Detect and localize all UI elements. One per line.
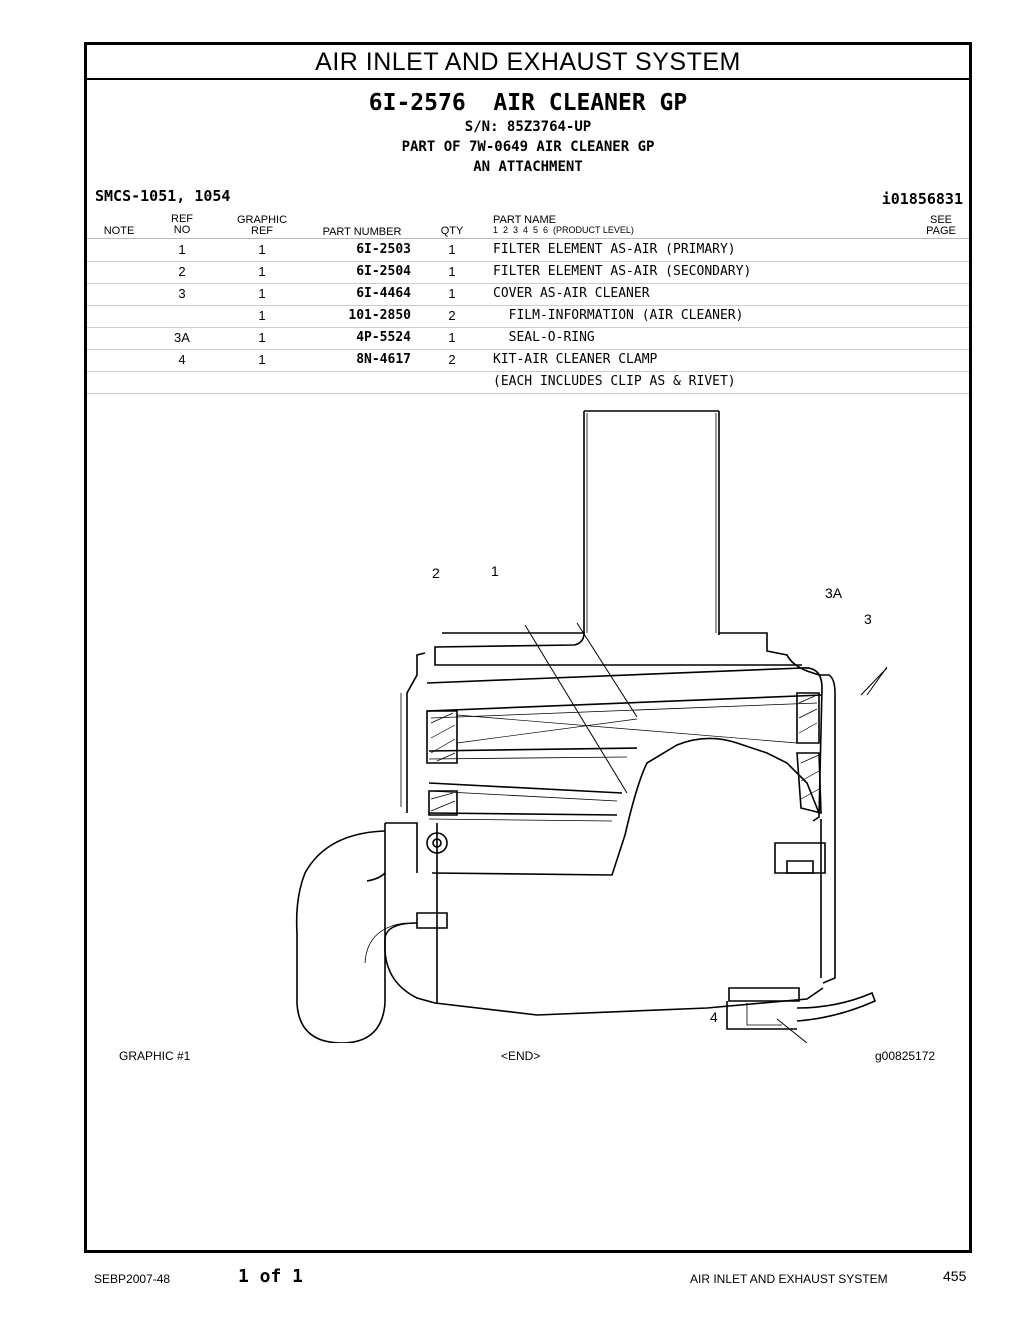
footer-section: AIR INLET AND EXHAUST SYSTEM xyxy=(690,1272,888,1286)
table-row: 3A 1 4P-5524 1 SEAL-O-RING xyxy=(87,327,969,350)
graphic-label: GRAPHIC #1 xyxy=(119,1049,191,1063)
callout-3a: 3A xyxy=(825,585,843,601)
part-number: 4P-5524 xyxy=(356,330,411,345)
table-row: 3 1 6I-4464 1 COVER AS-AIR CLEANER xyxy=(87,283,969,306)
header-part-number: PART NUMBER xyxy=(322,226,402,238)
part-number: 6I-2503 xyxy=(356,242,411,257)
qty: 1 xyxy=(448,264,456,279)
callout-1: 1 xyxy=(491,563,499,579)
table-row: 2 1 6I-2504 1 FILTER ELEMENT AS-AIR (SEC… xyxy=(87,261,969,284)
header-ref-1: REF xyxy=(171,213,193,225)
header-part-name: PART NAME xyxy=(493,214,556,226)
part-name: FILTER ELEMENT AS-AIR (PRIMARY) xyxy=(493,242,736,257)
qty: 1 xyxy=(448,330,456,345)
graphic-ref: 1 xyxy=(258,308,266,323)
attachment-label: AN ATTACHMENT xyxy=(473,159,583,175)
graphic-ref: 1 xyxy=(258,286,266,301)
part-number: 6I-4464 xyxy=(356,286,411,301)
part-number: 6I-2504 xyxy=(356,264,411,279)
ref-no: 4 xyxy=(178,352,186,367)
footer-page-of: 1 of 1 xyxy=(238,1266,304,1287)
part-name: COVER AS-AIR CLEANER xyxy=(493,286,650,301)
page-frame: AIR INLET AND EXHAUST SYSTEM 6I-2576 AIR… xyxy=(84,42,972,1253)
part-name: KIT-AIR CLEANER CLAMP xyxy=(493,352,658,367)
header-note: NOTE xyxy=(103,225,135,237)
table-row: (EACH INCLUDES CLIP AS & RIVET) xyxy=(87,371,969,394)
ref-no: 3A xyxy=(174,330,190,345)
qty: 2 xyxy=(448,352,456,367)
callout-3: 3 xyxy=(864,611,872,627)
qty: 2 xyxy=(448,308,456,323)
qty: 1 xyxy=(448,242,456,257)
header-divider xyxy=(87,238,969,239)
identifier: i01856831 xyxy=(881,190,963,208)
header-product-level: 1 2 3 4 5 6 (PRODUCT LEVEL) xyxy=(493,225,634,235)
group-title: 6I-2576 AIR CLEANER GP xyxy=(368,90,688,116)
table-row: 4 1 8N-4617 2 KIT-AIR CLEANER CLAMP xyxy=(87,349,969,372)
callout-2: 2 xyxy=(432,565,440,581)
qty: 1 xyxy=(448,286,456,301)
table-row: 1 1 6I-2503 1 FILTER ELEMENT AS-AIR (PRI… xyxy=(87,239,969,262)
serial-number: S/N: 85Z3764-UP xyxy=(464,119,592,135)
section-title: AIR INLET AND EXHAUST SYSTEM xyxy=(87,45,969,80)
end-label: <END> xyxy=(501,1049,541,1063)
part-number: 101-2850 xyxy=(348,308,411,323)
footer-doc-number: SEBP2007-48 xyxy=(94,1272,171,1286)
graphic-ref: 1 xyxy=(258,352,266,367)
part-name: (EACH INCLUDES CLIP AS & RIVET) xyxy=(493,374,736,389)
header-ref-2: NO xyxy=(173,224,191,236)
smcs-code: SMCS-1051, 1054 xyxy=(95,187,231,205)
ref-no: 3 xyxy=(178,286,186,301)
header-qty: QTY xyxy=(440,225,464,237)
part-name: SEAL-O-RING xyxy=(493,330,595,345)
air-cleaner-illustration xyxy=(295,410,887,1043)
header-graphic-2: REF xyxy=(251,225,273,237)
graphic-id: g00825172 xyxy=(875,1049,936,1063)
part-name: FILM-INFORMATION (AIR CLEANER) xyxy=(493,308,744,323)
graphic-ref: 1 xyxy=(258,264,266,279)
header-see-1: SEE xyxy=(929,214,952,226)
footer-page-number: 455 xyxy=(943,1268,967,1284)
header-see-2: PAGE xyxy=(926,225,956,237)
graphic-ref: 1 xyxy=(258,330,266,345)
ref-no: 2 xyxy=(178,264,186,279)
part-number: 8N-4617 xyxy=(356,352,411,367)
table-row: 1 101-2850 2 FILM-INFORMATION (AIR CLEAN… xyxy=(87,305,969,328)
header-graphic-1: GRAPHIC xyxy=(236,214,288,226)
ref-no: 1 xyxy=(178,242,186,257)
callout-4: 4 xyxy=(710,1009,718,1025)
part-of: PART OF 7W-0649 AIR CLEANER GP xyxy=(401,139,655,155)
part-name: FILTER ELEMENT AS-AIR (SECONDARY) xyxy=(493,264,752,279)
graphic-ref: 1 xyxy=(258,242,266,257)
